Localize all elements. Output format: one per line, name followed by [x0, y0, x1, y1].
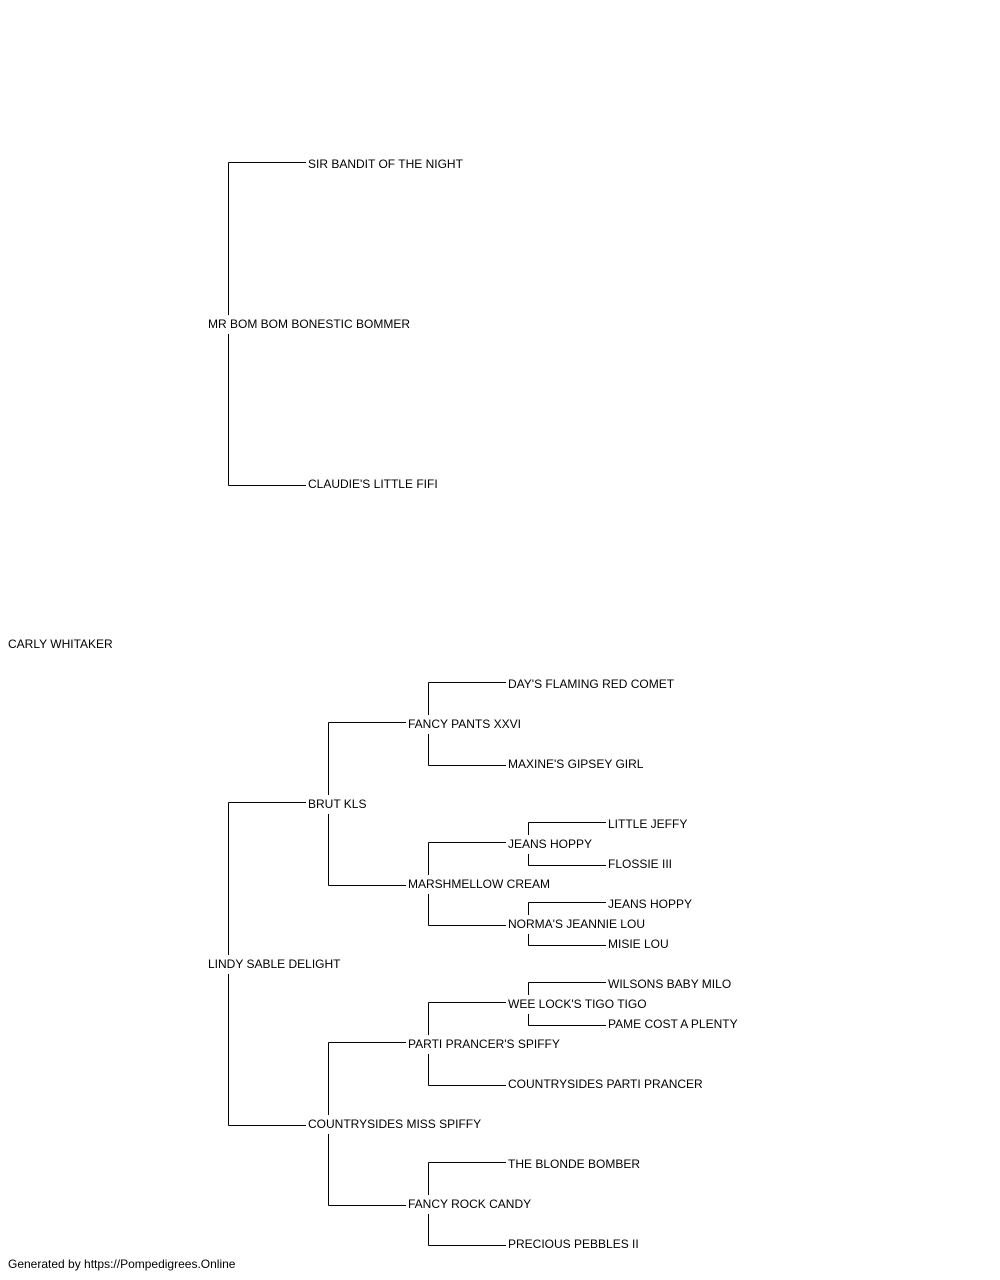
ancestor-name: WILSONS BABY MILO [608, 977, 732, 991]
ancestor-name: FANCY ROCK CANDY [408, 1197, 532, 1211]
ancestor-name: WEE LOCK'S TIGO TIGO [508, 997, 647, 1011]
ancestor-name: PRECIOUS PEBBLES II [508, 1237, 639, 1251]
dam-name: LINDY SABLE DELIGHT [208, 957, 341, 971]
ancestor-name: FLOSSIE III [608, 857, 673, 871]
ancestor-name: FANCY PANTS XXVI [408, 717, 521, 731]
generated-by-footer: Generated by https://Pompedigrees.Online [8, 1257, 236, 1271]
ancestor-name: JEANS HOPPY [608, 897, 693, 911]
ancestor-name: JEANS HOPPY [508, 837, 593, 851]
sire-name: MR BOM BOM BONESTIC BOMMER [208, 317, 411, 331]
ancestor-name: COUNTRYSIDES PARTI PRANCER [508, 1077, 703, 1091]
maternal-granddam-name: COUNTRYSIDES MISS SPIFFY [308, 1117, 482, 1131]
subject-name: CARLY WHITAKER [8, 637, 113, 651]
ancestor-name: MARSHMELLOW CREAM [408, 877, 551, 891]
ancestor-name: LITTLE JEFFY [608, 817, 688, 831]
maternal-grandsire-name: BRUT KLS [308, 797, 367, 811]
ancestor-name: THE BLONDE BOMBER [508, 1157, 641, 1171]
ancestor-name: PARTI PRANCER'S SPIFFY [408, 1037, 560, 1051]
ancestor-name: MAXINE'S GIPSEY GIRL [508, 757, 644, 771]
paternal-granddam-name: CLAUDIE'S LITTLE FIFI [308, 477, 438, 491]
paternal-grandsire-name: SIR BANDIT OF THE NIGHT [308, 157, 463, 171]
ancestor-name: NORMA'S JEANNIE LOU [508, 917, 645, 931]
ancestor-name: DAY'S FLAMING RED COMET [508, 677, 675, 691]
ancestor-name: PAME COST A PLENTY [608, 1017, 738, 1031]
ancestor-name: MISIE LOU [608, 937, 669, 951]
